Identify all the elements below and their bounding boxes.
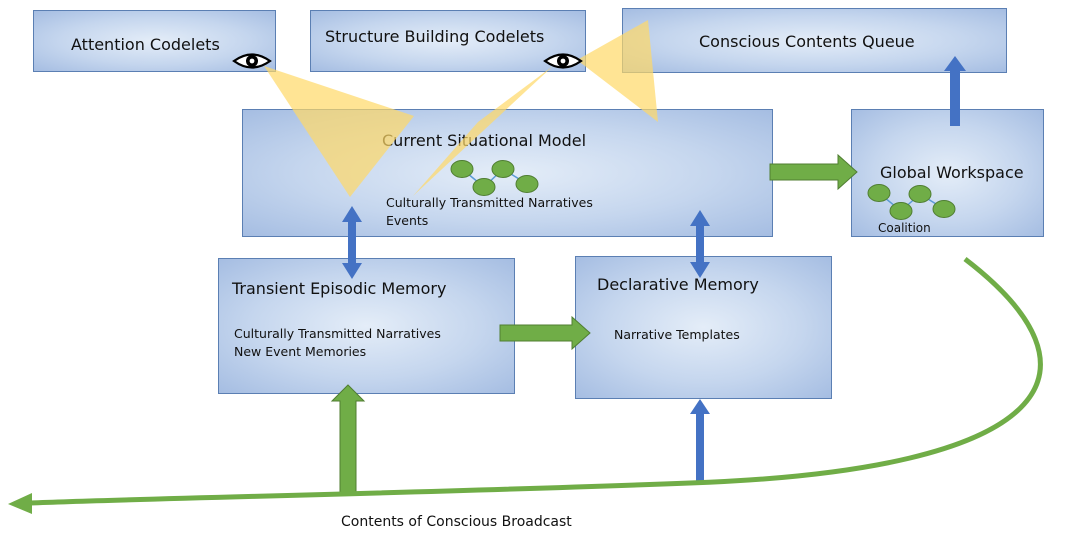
global-workspace-title: Global Workspace: [880, 163, 1024, 182]
structure-building-codelets-box: Structure Building Codelets: [310, 10, 586, 72]
conscious-contents-queue-box: Conscious Contents Queue: [622, 8, 1007, 73]
transient-episodic-memory-content: Culturally Transmitted Narratives New Ev…: [234, 325, 441, 361]
current-situational-model-line-2: Events: [386, 213, 429, 228]
current-situational-model-line-1: Culturally Transmitted Narratives: [386, 195, 593, 210]
structure-building-codelets-label: Structure Building Codelets: [325, 27, 545, 46]
current-situational-model-title: Current Situational Model: [382, 131, 587, 150]
narrative-templates-label: Narrative Templates: [614, 327, 740, 342]
current-situational-model-content: Culturally Transmitted Narratives Events: [386, 194, 593, 230]
conscious-broadcast-arrowhead: [8, 493, 32, 514]
broadcast-label: Contents of Conscious Broadcast: [341, 514, 572, 530]
transient-episodic-memory-box: Transient Episodic Memory Culturally Tra…: [218, 258, 515, 394]
transient-episodic-memory-title: Transient Episodic Memory: [232, 279, 447, 298]
attention-beam-3: [577, 20, 658, 122]
transient-episodic-memory-line-2: New Event Memories: [234, 344, 367, 359]
declarative-memory-box: Declarative Memory Narrative Templates: [575, 256, 832, 399]
transient-episodic-memory-line-1: Culturally Transmitted Narratives: [234, 326, 441, 341]
eye-icon: [543, 53, 583, 69]
attention-codelets-label: Attention Codelets: [71, 35, 220, 54]
arrow-broadcast-to-tem: [330, 384, 366, 493]
arrow-broadcast-to-dm: [690, 399, 710, 482]
attention-beam-2: [413, 66, 553, 196]
arrow-gw-to-queue: [944, 56, 966, 126]
double-arrow-csm-tem: [342, 206, 362, 279]
node-cluster-icon: [450, 160, 539, 196]
node-cluster-icon: [867, 184, 956, 220]
coalition-label: Coalition: [878, 221, 931, 235]
eye-icon: [232, 53, 272, 69]
attention-beam-1: [264, 66, 414, 197]
conscious-contents-queue-label: Conscious Contents Queue: [699, 32, 915, 51]
declarative-memory-title: Declarative Memory: [597, 275, 759, 294]
arrow-tem-to-dm: [499, 315, 591, 351]
conscious-broadcast-curve: [29, 257, 1043, 506]
arrow-csm-to-gw: [769, 153, 858, 191]
double-arrow-csm-dm: [690, 210, 710, 278]
attention-codelets-box: Attention Codelets: [33, 10, 276, 72]
